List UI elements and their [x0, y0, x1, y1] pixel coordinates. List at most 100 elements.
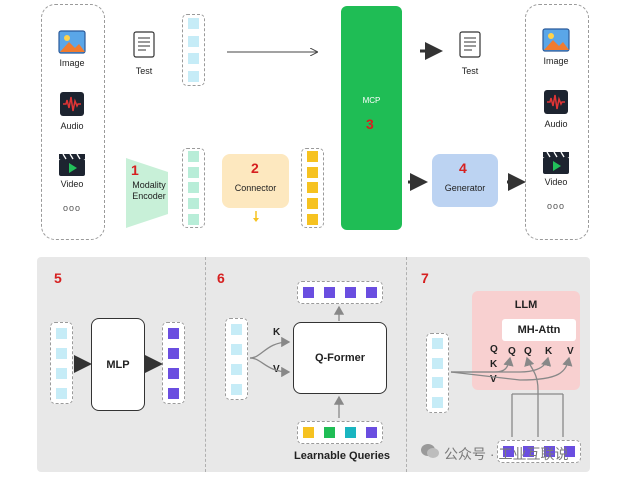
panel6-input-tokens: [225, 318, 248, 400]
connector-label: Connector: [234, 183, 277, 193]
token: [188, 70, 199, 82]
k-label: K: [273, 327, 281, 338]
modality-encoder-shape: [126, 158, 168, 228]
token: [231, 343, 242, 355]
input-video-label: Video: [60, 179, 84, 189]
token: [432, 338, 443, 350]
token: [345, 427, 356, 438]
token: [307, 166, 318, 178]
token: [324, 427, 335, 438]
document-icon: [133, 31, 155, 58]
panel7-query-tokens: [497, 440, 581, 463]
output-video-label: Video: [544, 177, 568, 187]
mlp-box: MLP: [91, 318, 145, 411]
token: [307, 198, 318, 210]
token: [188, 182, 199, 194]
output-ellipsis: ooo: [546, 201, 566, 211]
connector-box: [222, 154, 289, 208]
token: [188, 213, 199, 225]
token: [168, 367, 179, 379]
token: [188, 35, 199, 47]
encoder-label-line1: Modality: [132, 180, 166, 190]
encoder-number: 1: [131, 162, 139, 178]
learnable-queries-label: Learnable Queries: [294, 450, 390, 462]
panel7-input-tokens: [426, 333, 449, 413]
panel-divider: [205, 257, 206, 472]
output-image-label: Image: [543, 56, 569, 66]
token: [432, 357, 443, 369]
audio-icon: [60, 92, 84, 116]
token: [56, 387, 67, 399]
token: [366, 427, 377, 438]
generator-number: 4: [459, 160, 467, 176]
output-audio-label: Audio: [544, 119, 568, 129]
token: [366, 287, 377, 298]
token: [188, 53, 199, 65]
down-arrow-icon: [251, 210, 261, 222]
video-icon: [543, 151, 569, 174]
panel5-number: 5: [54, 270, 62, 286]
token: [168, 387, 179, 399]
attn-input-k: K: [545, 346, 553, 357]
generator-label: Generator: [444, 183, 486, 193]
panel7-number: 7: [421, 270, 429, 286]
token: [307, 182, 318, 194]
mcp-block: [341, 6, 402, 230]
video-icon: [59, 153, 85, 176]
token: [231, 363, 242, 375]
learnable-query-tokens: [297, 421, 383, 444]
token: [564, 446, 576, 457]
token: [324, 287, 335, 298]
panel5-input-tokens: [50, 322, 73, 404]
top-arrows: [227, 42, 526, 191]
audio-icon: [544, 90, 568, 114]
attn-input-q2: Q: [524, 346, 532, 357]
token: [303, 427, 314, 438]
token: [502, 446, 514, 457]
token: [56, 327, 67, 339]
input-image-label: Image: [59, 58, 85, 68]
panel7-q-label: Q: [490, 344, 498, 355]
token: [168, 327, 179, 339]
token: [168, 347, 179, 359]
panel6-number: 6: [217, 270, 225, 286]
panel7-k-label: K: [490, 359, 498, 370]
connector-number: 2: [251, 160, 259, 176]
document-icon: [459, 31, 481, 58]
llm-label: LLM: [514, 299, 538, 311]
panel5-output-tokens: [162, 322, 185, 404]
token: [56, 347, 67, 359]
connector-tokens-column: [301, 148, 324, 228]
token: [432, 377, 443, 389]
mh-attn-box: MH-Attn: [502, 319, 576, 341]
v-label: V: [273, 364, 280, 375]
encoder-label-line2: Encoder: [132, 191, 166, 201]
input-audio-label: Audio: [60, 121, 84, 131]
token: [231, 383, 242, 395]
panel6-output-tokens: [297, 281, 383, 304]
encoded-tokens-column: [182, 148, 205, 228]
text-output-label: Test: [461, 66, 479, 76]
token: [188, 18, 199, 30]
wechat-icon: [420, 442, 440, 460]
mcp-label: MCP: [362, 96, 381, 105]
token: [231, 323, 242, 335]
token: [307, 213, 318, 225]
input-ellipsis: ooo: [62, 203, 82, 213]
generator-box: [432, 154, 498, 207]
image-icon: [58, 30, 86, 54]
token: [188, 198, 199, 210]
watermark-text: 公众号 · 工业互联说: [444, 446, 569, 462]
token: [188, 151, 199, 163]
text-tokens-column: [182, 14, 205, 86]
image-icon: [542, 28, 570, 52]
q-former-box: Q-Former: [293, 322, 387, 394]
panel-divider: [406, 257, 407, 472]
panel7-v-label: V: [490, 374, 497, 385]
token: [345, 287, 356, 298]
token: [303, 287, 314, 298]
mcp-number: 3: [366, 116, 374, 132]
token: [523, 446, 535, 457]
token: [307, 151, 318, 163]
token: [432, 396, 443, 408]
